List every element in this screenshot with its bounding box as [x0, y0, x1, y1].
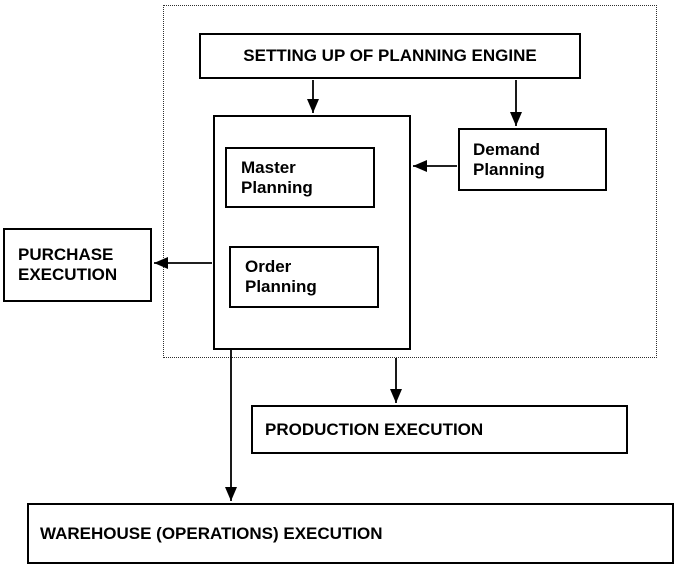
- order-planning-box: Order Planning: [229, 246, 379, 308]
- purchase-execution-box: PURCHASE EXECUTION: [3, 228, 152, 302]
- setting-up-planning-engine-box: SETTING UP OF PLANNING ENGINE: [199, 33, 581, 79]
- setting-up-planning-engine-label: SETTING UP OF PLANNING ENGINE: [243, 46, 537, 65]
- warehouse-operations-execution-label: WAREHOUSE (OPERATIONS) EXECUTION: [40, 523, 383, 543]
- production-execution-box: PRODUCTION EXECUTION: [251, 405, 628, 454]
- planning-engine-dotted-boundary: [163, 5, 657, 358]
- demand-planning-label: Demand Planning: [473, 139, 545, 179]
- order-planning-label: Order Planning: [245, 257, 317, 296]
- warehouse-operations-execution-box: WAREHOUSE (OPERATIONS) EXECUTION: [27, 503, 674, 564]
- demand-planning-box: Demand Planning: [458, 128, 607, 191]
- master-planning-label: Master Planning: [241, 157, 313, 197]
- purchase-execution-label: PURCHASE EXECUTION: [18, 245, 118, 284]
- master-planning-box: Master Planning: [225, 147, 375, 208]
- production-execution-label: PRODUCTION EXECUTION: [265, 419, 484, 439]
